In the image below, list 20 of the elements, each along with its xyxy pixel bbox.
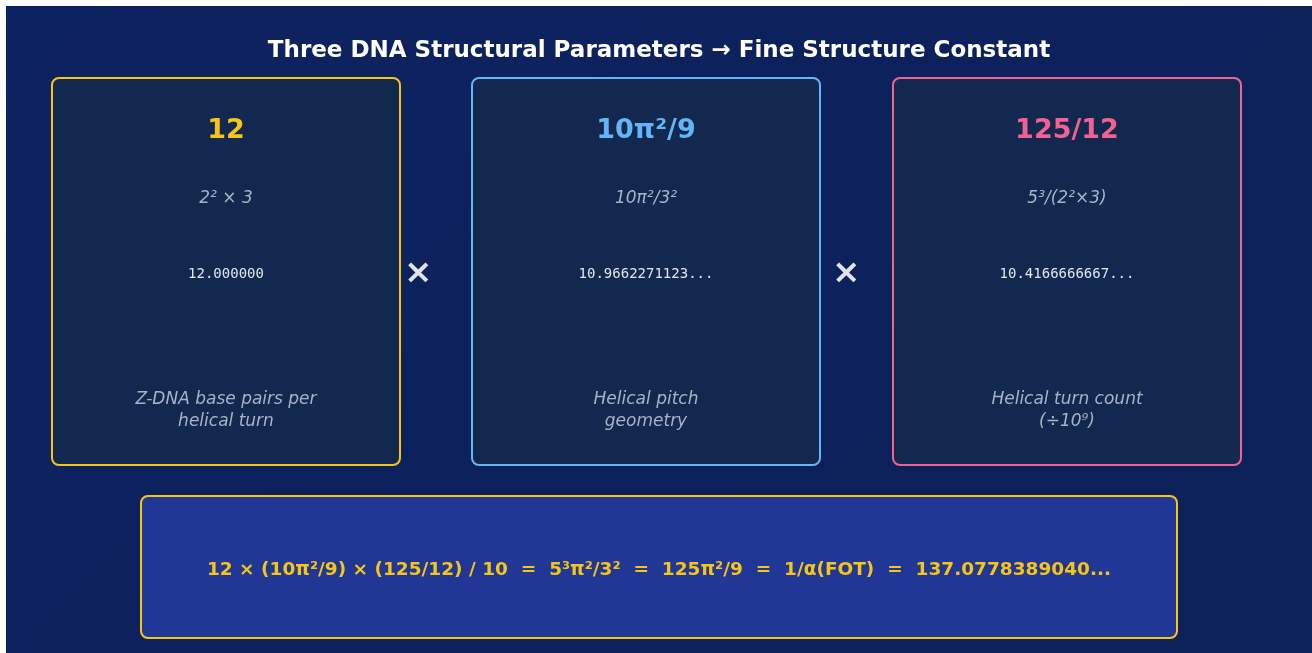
multiply-sign: ×: [832, 254, 861, 288]
value-heading: 10π²/9: [595, 112, 697, 146]
description-text: Helical pitch geometry: [592, 387, 700, 431]
title: Three DNA Structural Parameters → Fine Structure Constant: [266, 35, 1052, 64]
equation-text: 12 × (10π²/9) × (125/12) / 10 = 5³π²/3² = 125π²/9 = 1/α(FOT) = 137.0778389040...: [205, 557, 1113, 581]
formula-text: 2² × 3: [198, 186, 254, 209]
description-text: Helical turn count (÷10⁹): [990, 387, 1144, 431]
formula-text: 10π²/3²: [613, 186, 678, 209]
multiply-sign: ×: [404, 254, 433, 288]
formula-text: 5³/(2²×3): [1026, 186, 1108, 209]
result-box: [140, 495, 1178, 639]
parameter-card: [471, 77, 821, 466]
decimal-value: 10.4166666667...: [998, 264, 1136, 283]
decimal-value: 12.000000: [187, 264, 265, 283]
value-heading: 12: [206, 112, 246, 146]
parameter-card: [51, 77, 401, 466]
decimal-value: 10.9662271123...: [577, 264, 715, 283]
parameter-card: [892, 77, 1242, 466]
description-text: Z-DNA base pairs per helical turn: [134, 387, 319, 431]
value-heading: 125/12: [1014, 112, 1120, 146]
